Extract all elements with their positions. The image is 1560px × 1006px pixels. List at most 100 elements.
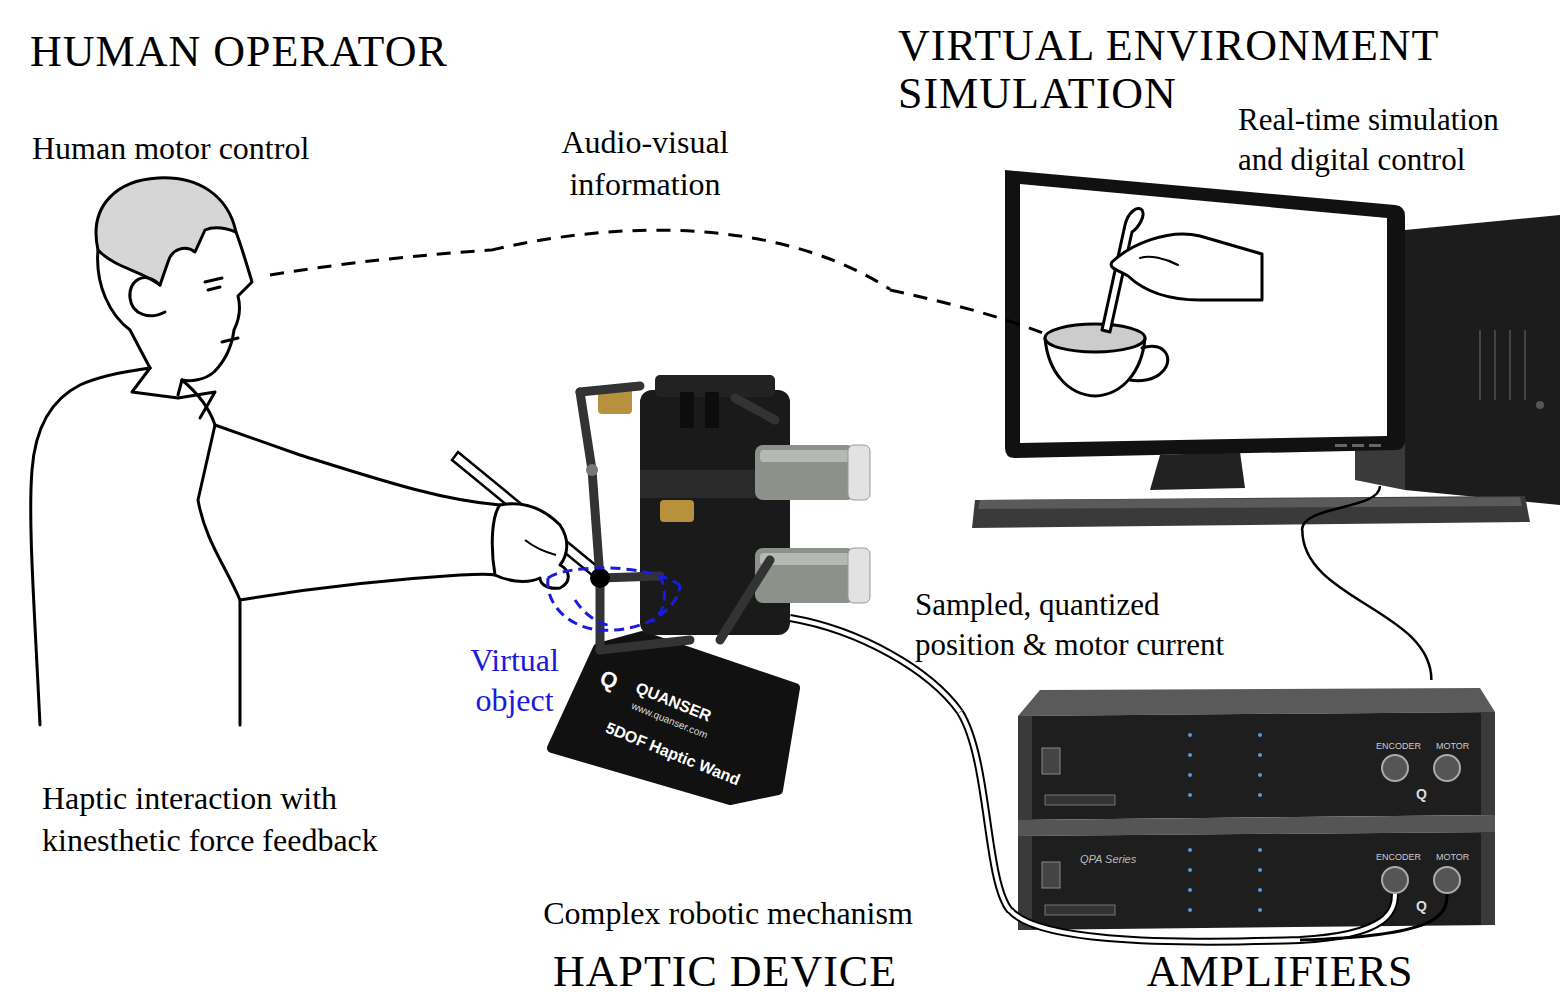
amplifier-rack: [1258, 868, 1262, 872]
haptic-wand: [580, 386, 775, 650]
hand: [492, 504, 568, 589]
amplifier-rack: [1188, 753, 1192, 757]
human-figure: [240, 574, 495, 725]
amplifier-rack: [1188, 868, 1192, 872]
computer: [1479, 330, 1481, 400]
computer: [1524, 330, 1526, 400]
amplifier-rack: [1188, 908, 1192, 912]
amplifier-rack: [1188, 733, 1192, 737]
haptic-wand: [660, 500, 694, 522]
computer: [1509, 330, 1511, 400]
amplifier-rack: [1188, 793, 1192, 797]
virtual-object: [548, 568, 680, 630]
amplifier-rack: [1018, 688, 1495, 930]
amplifier-rack: [1018, 716, 1032, 820]
human-figure: [130, 278, 165, 316]
haptic-wand: [590, 568, 610, 588]
component-note: Complex robotic mechanism: [508, 893, 948, 935]
amplifier-rack: [1258, 793, 1262, 797]
amplifier-rack: [1481, 832, 1495, 925]
haptic-wand: [600, 640, 690, 650]
computer: [1335, 444, 1381, 447]
computer: [1369, 444, 1381, 447]
amplifier-rack: [1018, 832, 1495, 930]
teacup: [1140, 257, 1178, 265]
haptic-wand: [720, 560, 770, 640]
amplifier-rack: [1045, 795, 1115, 805]
computer: [1020, 184, 1387, 443]
cable-connector: [1302, 530, 1431, 680]
operator-group: HUMAN OPERATOR Human motor controlHaptic …: [20, 20, 490, 870]
amplifier-rack: [1481, 712, 1495, 815]
computer: [1494, 330, 1496, 400]
connector-line: [490, 230, 890, 289]
cable: [1010, 894, 1395, 942]
amplifier-rack: [1434, 867, 1460, 893]
computer: [978, 497, 1522, 509]
virtual-object: [548, 578, 680, 630]
human-figure: [182, 232, 252, 381]
cable: [1300, 894, 1447, 940]
computer: [1335, 444, 1347, 447]
cable: [270, 250, 1447, 942]
amplifier-rack: [1382, 867, 1408, 893]
human-figure: [198, 425, 240, 600]
cable-connector: [960, 712, 1010, 910]
amplifier-rack: [1188, 773, 1192, 777]
human-figure: [222, 338, 238, 342]
haptic-wand: [848, 445, 870, 500]
amplifier-rack: [1188, 848, 1192, 852]
device-group: HAPTIC DEVICEComplex robotic mechanism: [500, 360, 960, 1000]
component-note: Human motor control: [32, 128, 309, 170]
computer: [972, 496, 1530, 528]
component-note: Real-time simulation and digital control: [1238, 100, 1513, 181]
teacup: [1111, 234, 1262, 300]
haptic-wand: [760, 450, 850, 462]
port-label: ENCODER: [1376, 852, 1421, 863]
port-label: MOTOR: [1436, 852, 1469, 863]
haptic-wand: [552, 375, 870, 800]
model-name: QPA Series: [1080, 853, 1136, 867]
computer: [1352, 444, 1364, 447]
teacup: [1045, 324, 1145, 352]
amplifier-rack: [1258, 753, 1262, 757]
computer: [1405, 215, 1560, 505]
port-label: ENCODER: [1376, 741, 1421, 752]
cable: [890, 290, 1048, 335]
amplifier-rack: [1018, 688, 1495, 716]
amplifier-rack: [1042, 748, 1060, 774]
amplifier-rack: [1188, 733, 1262, 912]
edge-label: Sampled, quantized position & motor curr…: [915, 585, 1250, 666]
simulation-group: VIRTUAL ENVIRONMENT SIMULATIONReal-time …: [890, 18, 1555, 530]
haptic-wand: [755, 445, 870, 603]
human-figure: [98, 250, 150, 368]
component-heading: AMPLIFIERS: [1130, 948, 1430, 996]
haptic-wand: [848, 548, 870, 603]
haptic-wand: [755, 445, 855, 500]
human-figure: [31, 178, 500, 725]
human-figure: [182, 380, 500, 505]
haptic-wand: [705, 392, 719, 428]
haptic-wand: [592, 470, 600, 578]
port-label: MOTOR: [1436, 741, 1469, 752]
computer: [972, 170, 1560, 528]
computer: [1480, 330, 1525, 400]
component-heading: HUMAN OPERATOR: [30, 28, 448, 76]
hand: [525, 540, 556, 555]
amplifier-rack: [1045, 905, 1115, 915]
logo-mark: Q: [1416, 786, 1427, 804]
haptic-wand: [580, 392, 592, 470]
human-figure: [31, 368, 150, 725]
amplifier-group: AMPLIFIERS: [1010, 680, 1500, 1000]
component-note: Haptic interaction with kinesthetic forc…: [42, 778, 472, 861]
connector-line: [960, 712, 1010, 910]
edge-label: Audio-visual information: [540, 122, 750, 205]
computer: [1150, 452, 1245, 490]
cable: [1302, 486, 1380, 530]
virtual-object: [575, 600, 612, 626]
human-figure: [205, 278, 222, 290]
amplifier-rack: [1258, 733, 1262, 737]
sensory-link: [490, 230, 890, 289]
human-figure: [132, 368, 215, 418]
amplifier-rack: [1258, 848, 1262, 852]
